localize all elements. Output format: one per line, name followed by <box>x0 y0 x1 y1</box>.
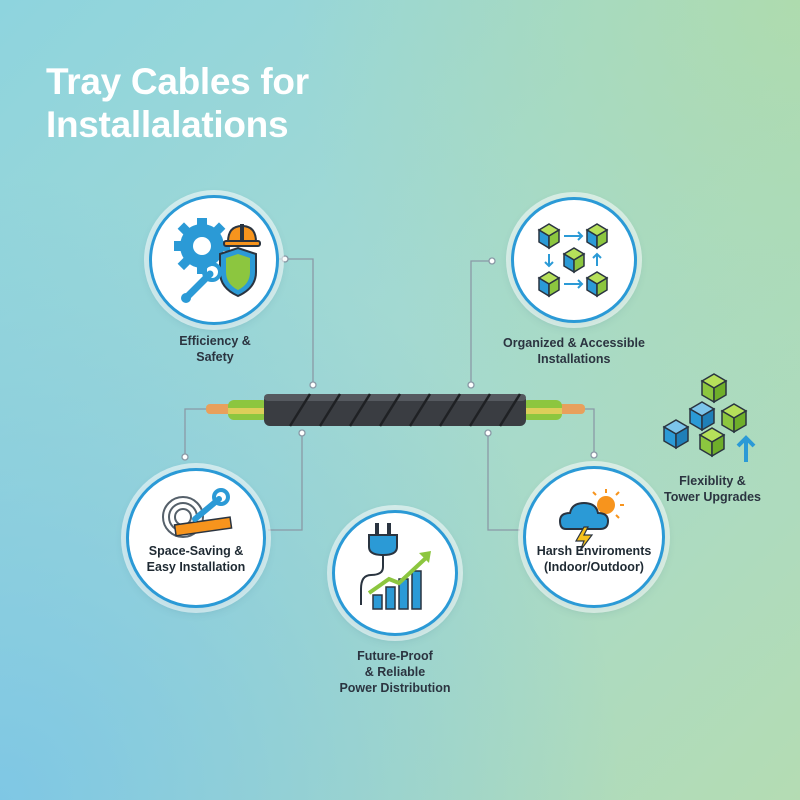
arrow-up-icon <box>736 435 756 462</box>
flexibility-icon <box>663 373 756 462</box>
page-title: Tray Cables for Installalations <box>46 60 309 146</box>
trend-arrow-icon <box>367 551 431 595</box>
future-proof-badge <box>332 510 458 636</box>
storm-cloud-icon <box>558 501 610 530</box>
organized-badge <box>511 197 637 323</box>
wrench-icon <box>192 488 230 522</box>
efficiency-safety-badge <box>149 195 279 325</box>
space-saving-badge: Space-Saving & Easy Installation <box>126 468 266 608</box>
plug-icon <box>360 523 398 605</box>
flexibility-label: Flexiblity & Tower Upgrades <box>663 474 761 504</box>
arrow-icon <box>544 231 602 289</box>
efficiency-safety-label: Efficiency & Safety <box>179 334 251 364</box>
title-line-2: Installalations <box>46 104 289 145</box>
harsh-environments-badge: Harsh Enviroments (Indoor/Outdoor) <box>523 466 665 608</box>
tray-cable <box>206 393 585 427</box>
space-saving-label: Space-Saving & Easy Installation <box>146 544 246 574</box>
hard-hat-icon <box>223 224 261 247</box>
sun-icon <box>592 489 624 519</box>
bar-chart-icon <box>372 570 422 610</box>
future-proof-label: Future-Proof & Reliable Power Distributi… <box>339 649 451 695</box>
lightning-icon <box>574 526 594 552</box>
shield-icon <box>219 246 257 298</box>
wrench-icon <box>181 262 222 303</box>
ruler-icon <box>173 516 233 537</box>
stacked-cubes-icon <box>663 373 747 457</box>
organized-label: Organized & Accessible Installations <box>503 336 645 366</box>
title-line-1: Tray Cables for <box>46 61 309 102</box>
harsh-environments-label: Harsh Enviroments (Indoor/Outdoor) <box>536 544 652 574</box>
